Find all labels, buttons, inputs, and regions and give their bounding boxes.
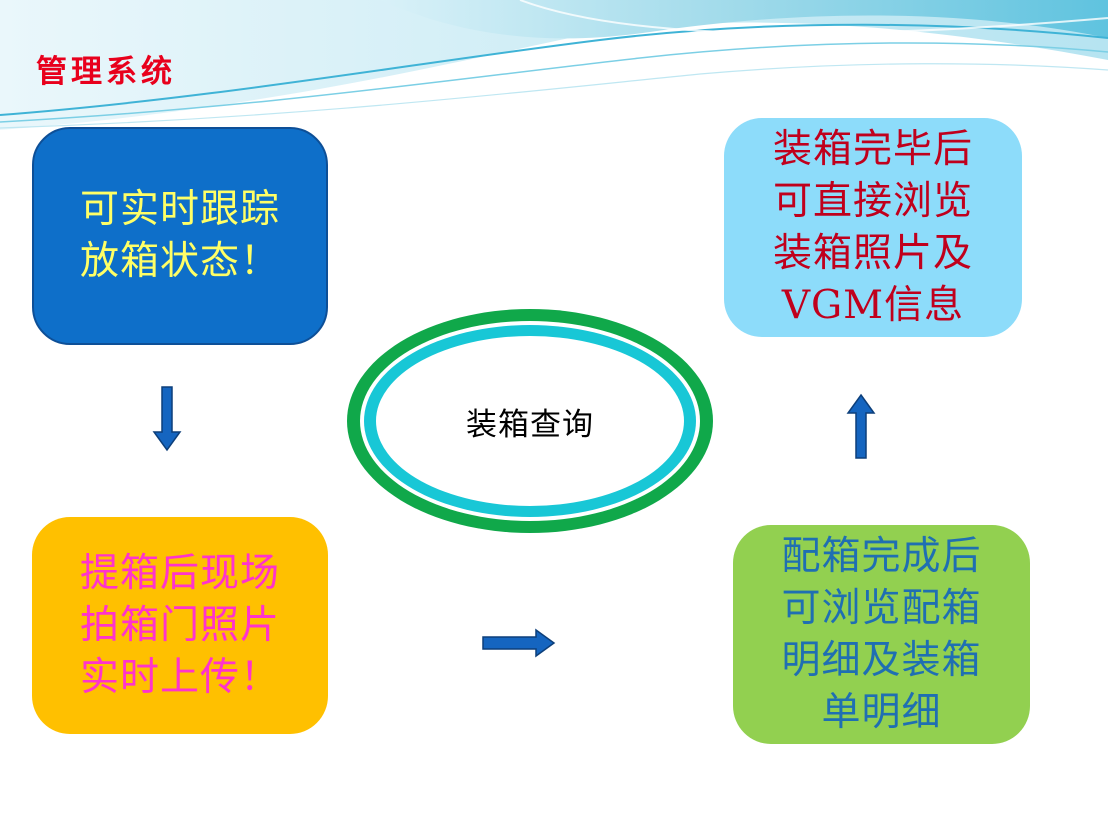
photo-upload-text: 提箱后现场 拍箱门照片 实时上传！ [79, 550, 280, 700]
tracking-status-box: 可实时跟踪 放箱状态！ [32, 127, 328, 345]
page-title: 管理系统 [36, 54, 176, 90]
arrow-right-icon [482, 628, 556, 658]
allocation-detail-text: 配箱完成后 可浏览配箱 明细及装箱 单明细 [781, 533, 982, 735]
arrow-up-icon [846, 393, 876, 459]
allocation-detail-box: 配箱完成后 可浏览配箱 明细及装箱 单明细 [733, 525, 1030, 744]
photo-upload-box: 提箱后现场 拍箱门照片 实时上传！ [32, 517, 328, 734]
header-wave-decoration [0, 0, 1108, 130]
vgm-info-box: 装箱完毕后 可直接浏览 装箱照片及 VGM信息 [724, 118, 1022, 337]
center-label: 装箱查询 [466, 406, 594, 443]
tracking-status-text: 可实时跟踪 放箱状态！ [79, 187, 280, 284]
vgm-info-text: 装箱完毕后 可直接浏览 装箱照片及 VGM信息 [772, 126, 973, 328]
arrow-down-icon [152, 386, 182, 452]
center-ellipse [347, 309, 713, 533]
